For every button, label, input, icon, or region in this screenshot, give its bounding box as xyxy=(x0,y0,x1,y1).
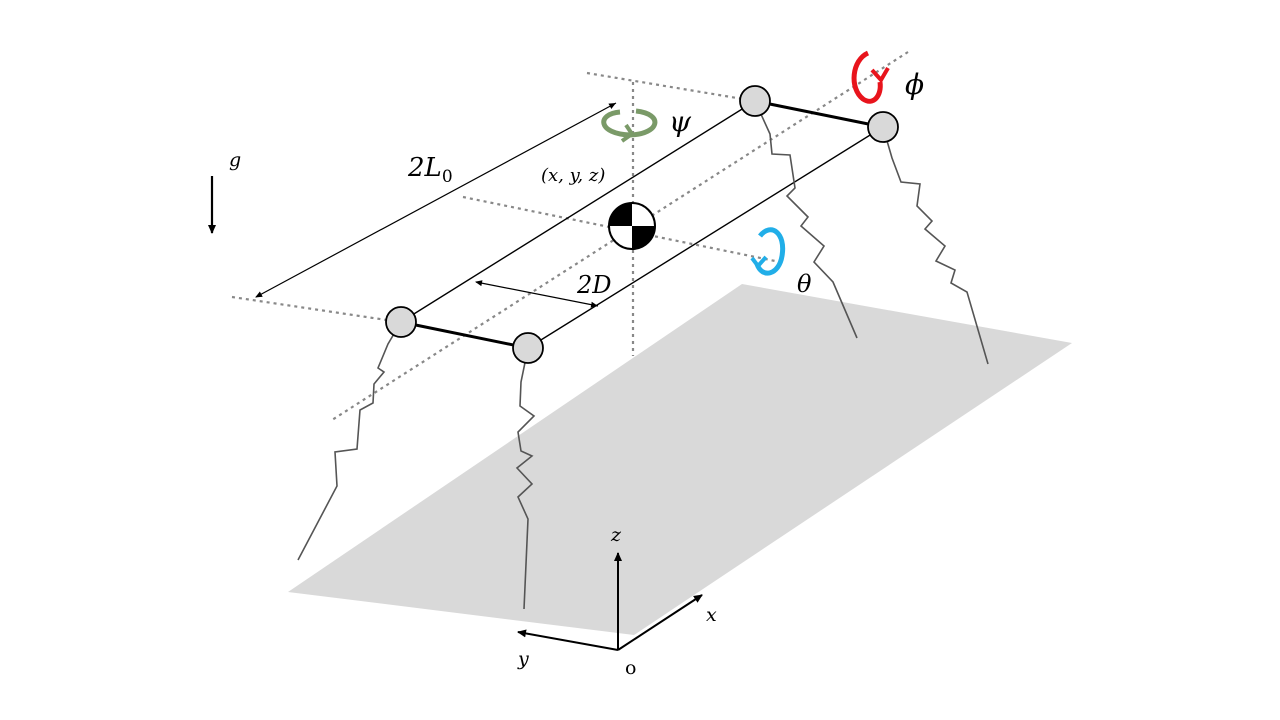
z-axis-label: z xyxy=(610,524,622,546)
length-label-main: 2L xyxy=(407,153,442,183)
width-label: 2D xyxy=(576,271,612,299)
y-axis-label: y xyxy=(517,648,529,670)
length-label: 2L0 xyxy=(407,153,453,187)
roll-label: ϕ xyxy=(905,68,924,101)
leg-front-left xyxy=(754,100,858,339)
center-of-mass-icon xyxy=(608,202,656,250)
body-rear-bar xyxy=(400,320,529,350)
ground-plane xyxy=(288,284,1072,635)
joints xyxy=(385,85,899,364)
joint-rear-left xyxy=(385,306,417,338)
legs xyxy=(297,100,989,610)
joint-front-left xyxy=(739,85,771,117)
y-axis-arrow xyxy=(517,629,619,651)
yaw-label: ψ xyxy=(669,105,692,138)
leg-rear-right xyxy=(515,347,536,610)
body-right-rail xyxy=(527,126,884,349)
pitch-rotation-icon xyxy=(750,227,786,276)
gravity-label: g xyxy=(229,149,241,171)
pitch-label: θ xyxy=(797,270,812,298)
leg-rear-left xyxy=(297,321,402,561)
x-axis-arrow xyxy=(617,594,703,651)
origin-label: o xyxy=(625,657,636,679)
joint-rear-right xyxy=(512,332,544,364)
leg-front-right xyxy=(882,126,989,365)
length-label-subscript: 0 xyxy=(442,167,453,187)
width-dimension-arrow xyxy=(475,280,599,308)
com-position-label: (x, y, z) xyxy=(541,165,605,186)
joint-front-right xyxy=(867,111,899,143)
yaw-rotation-icon xyxy=(601,108,658,143)
body-front-bar xyxy=(754,99,884,129)
x-axis-label: x xyxy=(706,604,717,626)
bottom-extension-dotted xyxy=(231,295,401,324)
top-extension-dotted xyxy=(586,71,756,103)
roll-rotation-icon xyxy=(851,50,890,104)
coordinate-frame xyxy=(517,552,703,651)
length-dimension-arrow xyxy=(255,102,617,298)
